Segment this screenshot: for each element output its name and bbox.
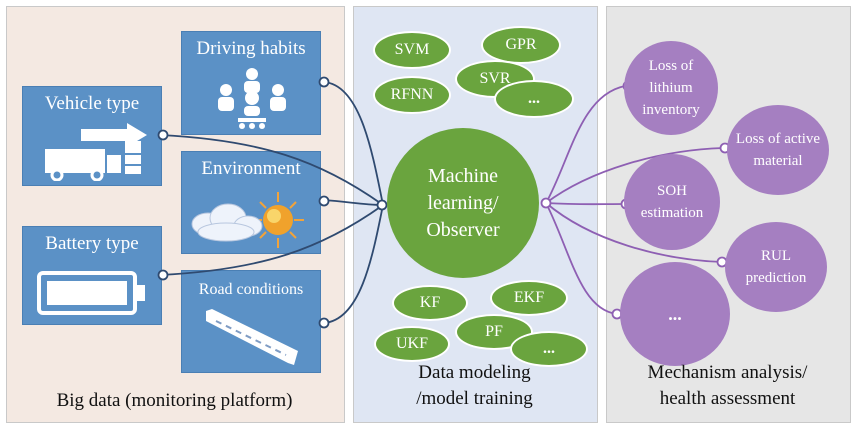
mechanism-caption-line-1: Mechanism analysis/ <box>647 362 808 383</box>
lli-circle: Loss of lithium inventory <box>624 41 718 135</box>
central-line-1: Machine <box>428 164 498 187</box>
more-link <box>545 202 618 315</box>
modeling-caption-line-2: /model training <box>416 388 533 409</box>
battery-type-label: Battery type <box>45 233 139 254</box>
ellipsis-pill-top: ... <box>494 80 574 118</box>
rfnn-pill: RFNN <box>373 76 451 114</box>
road-conditions-label: Road conditions <box>198 281 304 298</box>
lli-link <box>545 85 626 204</box>
road-conditions-box: Road conditions <box>181 270 321 373</box>
rul-link <box>545 202 724 263</box>
vehicle-link <box>159 134 384 206</box>
machine-learning-node: Machine learning/ Observer <box>387 128 539 278</box>
ukf-pill: UKF <box>374 326 450 362</box>
ellipsis-circle: ... <box>620 262 730 366</box>
ekf-pill: EKF <box>490 280 568 316</box>
truck-icon <box>45 123 147 181</box>
big-data-caption: Big data (monitoring platform) <box>56 390 293 411</box>
central-line-2: learning/ <box>427 191 499 214</box>
central-line-3: Observer <box>426 218 500 241</box>
environment-label: Environment <box>201 158 301 179</box>
rul-circle: RUL prediction <box>725 222 827 312</box>
lam-circle: Loss of active material <box>727 105 829 195</box>
svr-pill: SVR <box>455 60 535 98</box>
gpr-pill: GPR <box>481 26 561 64</box>
road-icon <box>206 309 298 365</box>
environment-link <box>323 199 384 206</box>
battery-icon <box>37 271 145 315</box>
ellipsis-pill-bottom: ... <box>510 331 588 367</box>
environment-box: Environment <box>181 151 321 254</box>
people-icon <box>218 68 286 129</box>
vehicle-type-label: Vehicle type <box>44 93 140 114</box>
driving-habits-box: Driving habits <box>181 31 321 135</box>
mechanism-caption-line-2: health assessment <box>659 388 796 409</box>
modeling-caption-line-1: Data modeling <box>418 362 531 383</box>
lam-link <box>545 147 724 204</box>
soh-circle: SOH estimation <box>624 154 720 250</box>
svm-pill: SVM <box>373 31 451 69</box>
battery-link <box>159 204 384 276</box>
vehicle-type-box: Vehicle type <box>22 86 162 186</box>
driving-link <box>323 81 384 206</box>
road-link <box>323 204 384 324</box>
driving-habits-label: Driving habits <box>196 38 306 59</box>
kf-pill: KF <box>392 285 468 321</box>
weather-icon <box>191 192 304 248</box>
battery-type-box: Battery type <box>22 226 162 325</box>
soh-link <box>545 202 626 206</box>
